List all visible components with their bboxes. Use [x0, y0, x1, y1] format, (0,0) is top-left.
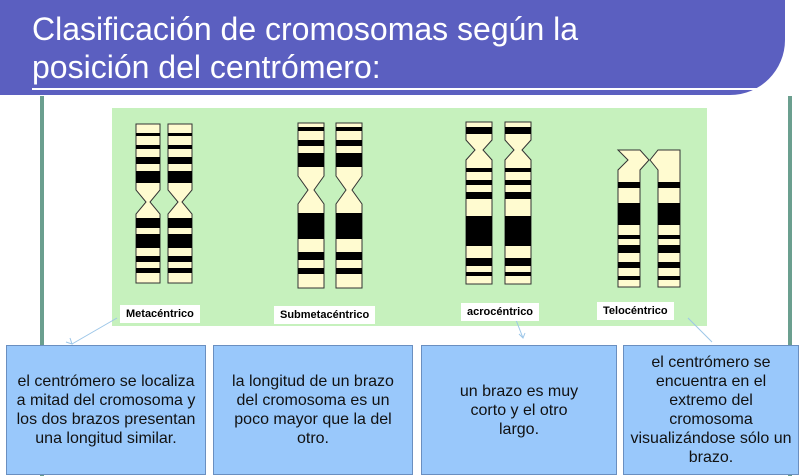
connector-lines [65, 317, 713, 345]
label-submetacentrico: Submetacéntrico [274, 306, 376, 324]
acrocentric-chromosome [465, 121, 532, 285]
chromosome-diagram-panel [112, 108, 707, 326]
page-title: Clasificación de cromosomas según la pos… [32, 10, 752, 86]
description-acrocentrico-text: un brazo es muy corto y el otro largo. [459, 382, 579, 438]
title-underline [32, 88, 767, 90]
label-telocentrico: Telocéntrico [597, 302, 674, 320]
description-telocentrico: el centrómero se encuentra en el extremo… [623, 345, 799, 475]
description-metacentrico-text: el centrómero se localiza a mitad del cr… [16, 373, 196, 447]
title-line-2: posición del centrómero: [32, 49, 381, 85]
description-submetacentrico: la longitud de un brazo del cromosoma es… [213, 345, 413, 475]
content-frame [40, 96, 792, 476]
label-acrocentrico: acrocéntrico [461, 303, 540, 321]
description-acrocentrico: un brazo es muy corto y el otro largo. [421, 345, 617, 475]
description-submetacentrico-text: la longitud de un brazo del cromosoma es… [232, 373, 394, 447]
metacentric-chromosome [135, 123, 193, 284]
title-banner [0, 0, 785, 95]
description-metacentrico: el centrómero se localiza a mitad del cr… [6, 345, 206, 475]
description-telocentrico-text: el centrómero se encuentra en el extremo… [630, 354, 792, 466]
title-line-1: Clasificación de cromosomas según la [32, 11, 579, 47]
label-metacentrico: Metacéntrico [120, 305, 200, 323]
submetacentric-chromosome [297, 122, 363, 289]
telocentric-chromosome [616, 149, 681, 288]
